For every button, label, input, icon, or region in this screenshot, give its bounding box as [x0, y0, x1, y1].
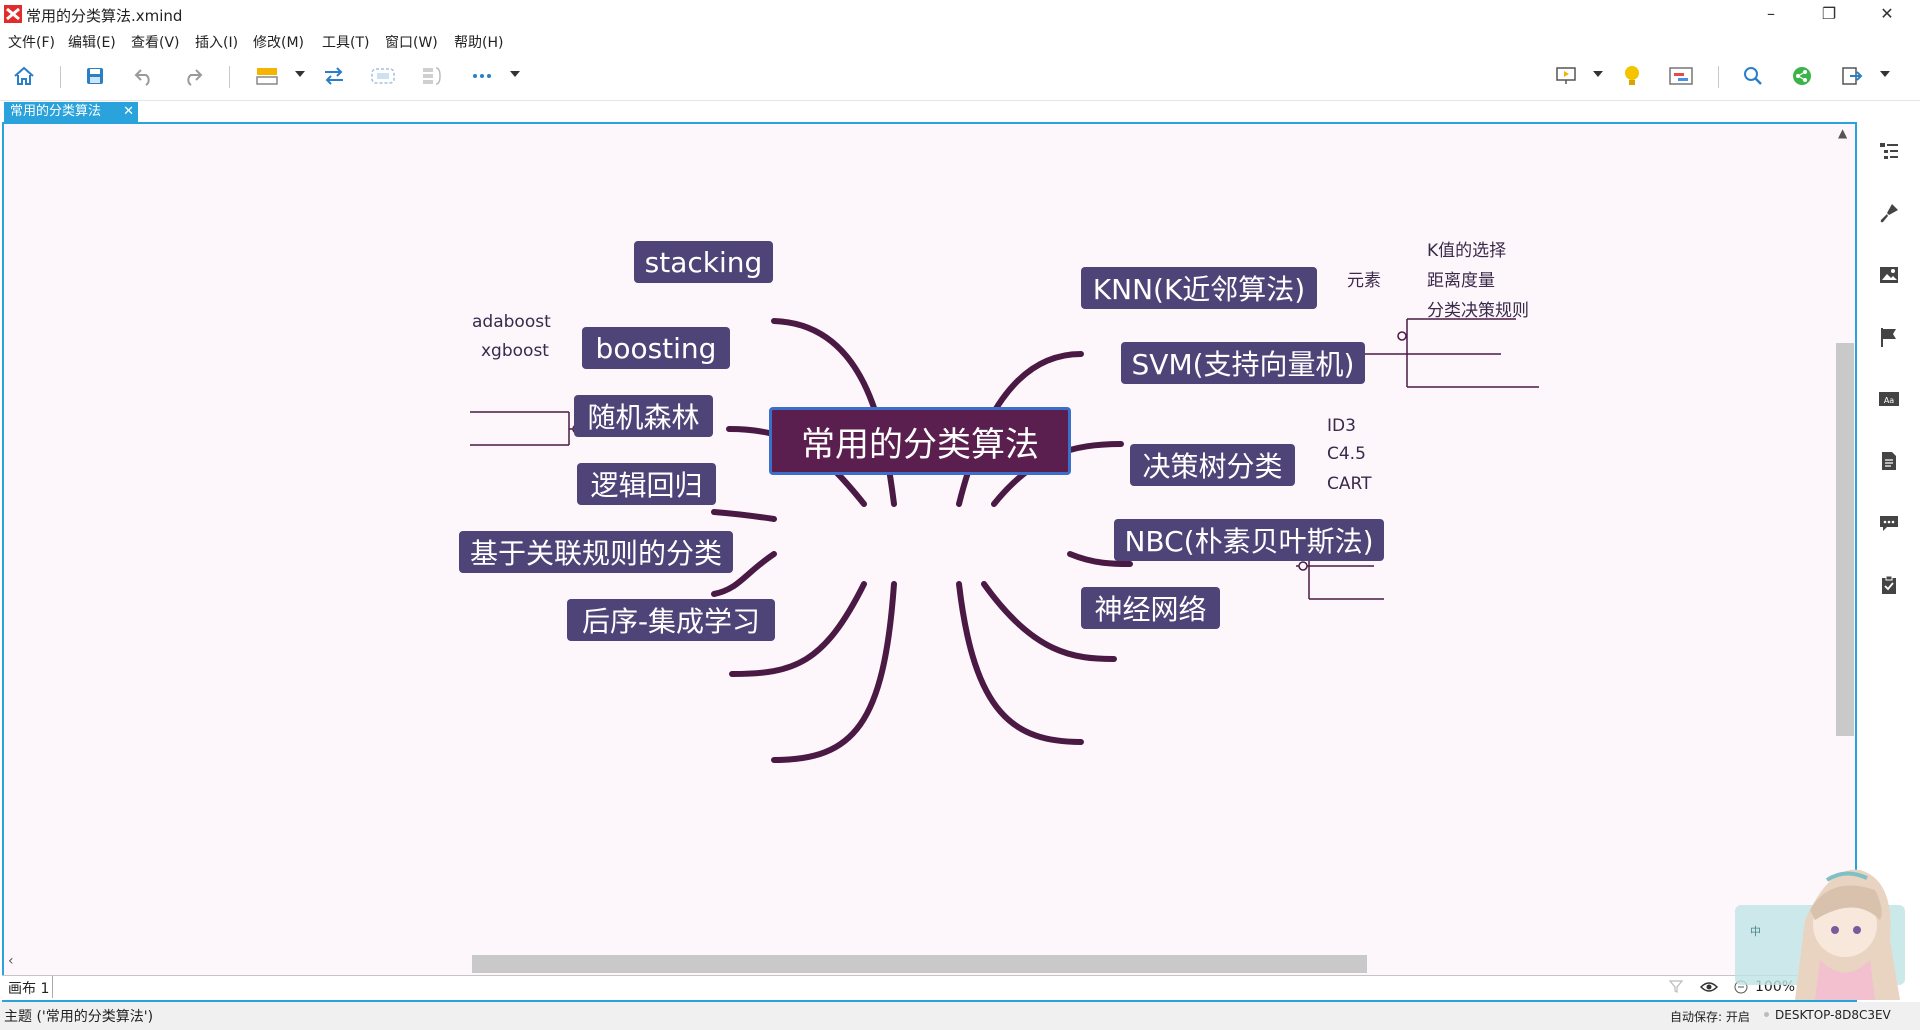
- branch-tree: [1067, 551, 1133, 567]
- subtopic-distance-metric[interactable]: 距离度量: [1427, 271, 1495, 291]
- subtopic-id3[interactable]: ID3: [1327, 416, 1356, 436]
- toolbar-divider: [229, 66, 230, 88]
- topic-nbc[interactable]: NBC(朴素贝叶斯法): [1114, 519, 1384, 561]
- tab-close-icon[interactable]: ✕: [123, 104, 134, 119]
- search-icon[interactable]: [1739, 62, 1767, 90]
- undo-icon[interactable]: [130, 62, 158, 90]
- close-button[interactable]: ✕: [1880, 4, 1894, 23]
- summary-icon[interactable]: [418, 62, 446, 90]
- idea-icon[interactable]: [1618, 62, 1646, 90]
- image-icon[interactable]: [1876, 262, 1902, 288]
- menu-modify[interactable]: 修改(M): [253, 35, 305, 51]
- presentation-icon[interactable]: [1552, 62, 1580, 90]
- notes-icon[interactable]: [1876, 448, 1902, 474]
- topic-style-icon[interactable]: [253, 62, 281, 90]
- tree-collapse-dot: [1298, 561, 1308, 571]
- vertical-scroll-thumb[interactable]: [1836, 343, 1854, 736]
- host-status-dot-icon: [1764, 1012, 1769, 1017]
- subtopic-cart[interactable]: CART: [1327, 474, 1372, 494]
- topic-random-forest[interactable]: 随机森林: [574, 395, 713, 437]
- horizontal-scroll-thumb[interactable]: [472, 955, 1367, 973]
- topic-association-rules[interactable]: 基于关联规则的分类: [459, 531, 733, 573]
- topic-logistic-regression[interactable]: 逻辑回归: [577, 463, 716, 505]
- more-icon[interactable]: [468, 62, 496, 90]
- outline-icon[interactable]: [1876, 138, 1902, 164]
- subtopic-adaboost[interactable]: adaboost: [472, 312, 551, 332]
- minimize-button[interactable]: –: [1767, 4, 1775, 23]
- branch-nn: [956, 581, 1084, 745]
- task-icon[interactable]: [1876, 572, 1902, 598]
- topic-boosting[interactable]: boosting: [582, 327, 730, 369]
- knn-element-label[interactable]: 元素: [1347, 271, 1381, 291]
- status-selection: 主题 ('常用的分类算法'): [4, 1009, 154, 1025]
- relationship-icon[interactable]: [320, 62, 348, 90]
- branch-assoc: [729, 581, 867, 677]
- toolbar-divider: [60, 66, 61, 88]
- view-eye-icon[interactable]: [1699, 979, 1719, 998]
- share-icon[interactable]: [1788, 62, 1816, 90]
- xmind-logo-icon: [4, 5, 22, 23]
- subtopic-c45[interactable]: C4.5: [1327, 444, 1366, 464]
- subtopic-k-value[interactable]: K值的选择: [1427, 241, 1507, 261]
- restore-button[interactable]: ❐: [1821, 4, 1837, 23]
- topic-decision-tree[interactable]: 决策树分类: [1130, 444, 1295, 486]
- status-bar: [0, 1002, 1920, 1030]
- topic-neural-network[interactable]: 神经网络: [1081, 587, 1220, 629]
- status-autosave[interactable]: 自动保存: 开启: [1670, 1010, 1750, 1024]
- menu-help[interactable]: 帮助(H): [454, 35, 504, 51]
- boundary-icon[interactable]: [369, 62, 397, 90]
- filter-icon[interactable]: [1668, 978, 1684, 998]
- topic-style-dropdown-icon[interactable]: [295, 71, 305, 77]
- sheet-divider: [52, 976, 53, 998]
- branch-random-forest: [711, 509, 777, 522]
- branch-nbc: [981, 581, 1117, 662]
- scroll-up-icon[interactable]: ▲: [1838, 126, 1848, 140]
- svg-text:Aa: Aa: [1884, 396, 1894, 405]
- menu-edit[interactable]: 编辑(E): [68, 35, 116, 51]
- subtopic-xgboost[interactable]: xgboost: [481, 341, 549, 361]
- knn-label-dot: [1397, 331, 1407, 341]
- gantt-icon[interactable]: [1667, 62, 1695, 90]
- tab-mindmap[interactable]: 常用的分类算法 ✕: [4, 102, 138, 122]
- topic-svm[interactable]: SVM(支持向量机): [1121, 342, 1365, 384]
- svg-text:中: 中: [1750, 925, 1761, 938]
- menu-insert[interactable]: 插入(I): [195, 35, 239, 51]
- redo-icon[interactable]: [179, 62, 207, 90]
- presentation-dropdown-icon[interactable]: [1593, 71, 1603, 77]
- desktop-pet-image: 中: [1735, 850, 1920, 1000]
- more-dropdown-icon[interactable]: [510, 71, 520, 77]
- format-brush-icon[interactable]: [1876, 200, 1902, 226]
- status-host: DESKTOP-8D8C3EV: [1775, 1008, 1891, 1022]
- topic-stacking[interactable]: stacking: [634, 241, 773, 283]
- export-icon[interactable]: [1838, 62, 1866, 90]
- sheet-bar: [2, 975, 1857, 1000]
- menu-tools[interactable]: 工具(T): [322, 35, 370, 51]
- topic-ensemble-learning[interactable]: 后序-集成学习: [567, 599, 775, 641]
- export-dropdown-icon[interactable]: [1880, 71, 1890, 77]
- home-icon[interactable]: [10, 62, 38, 90]
- scroll-left-icon[interactable]: ‹: [8, 953, 14, 969]
- save-icon[interactable]: [81, 62, 109, 90]
- branch-ensemble: [771, 581, 897, 763]
- branch-logistic: [711, 551, 777, 597]
- menu-file[interactable]: 文件(F): [8, 35, 55, 51]
- knn-bracket: [1406, 318, 1539, 388]
- toolbar-divider: [1718, 66, 1719, 88]
- central-topic[interactable]: 常用的分类算法: [769, 407, 1071, 475]
- branch-lines: [470, 318, 1539, 763]
- tab-label: 常用的分类算法: [10, 104, 102, 119]
- topic-knn[interactable]: KNN(K近邻算法): [1081, 267, 1317, 309]
- sheet-tab[interactable]: 画布 1: [8, 981, 50, 997]
- menu-window[interactable]: 窗口(W): [385, 35, 438, 51]
- text-style-icon[interactable]: Aa: [1876, 386, 1902, 412]
- comment-icon[interactable]: [1876, 510, 1902, 536]
- title-bar: [0, 0, 1920, 28]
- toolbar: [0, 54, 1920, 101]
- window-title: 常用的分类算法.xmind: [26, 7, 183, 25]
- menu-view[interactable]: 查看(V): [131, 35, 180, 51]
- mindmap-canvas[interactable]: 常用的分类算法 stacking boosting 随机森林 逻辑回归 基于关联…: [2, 122, 1857, 1002]
- subtopic-decision-rule[interactable]: 分类决策规则: [1427, 301, 1529, 321]
- marker-flag-icon[interactable]: [1876, 324, 1902, 350]
